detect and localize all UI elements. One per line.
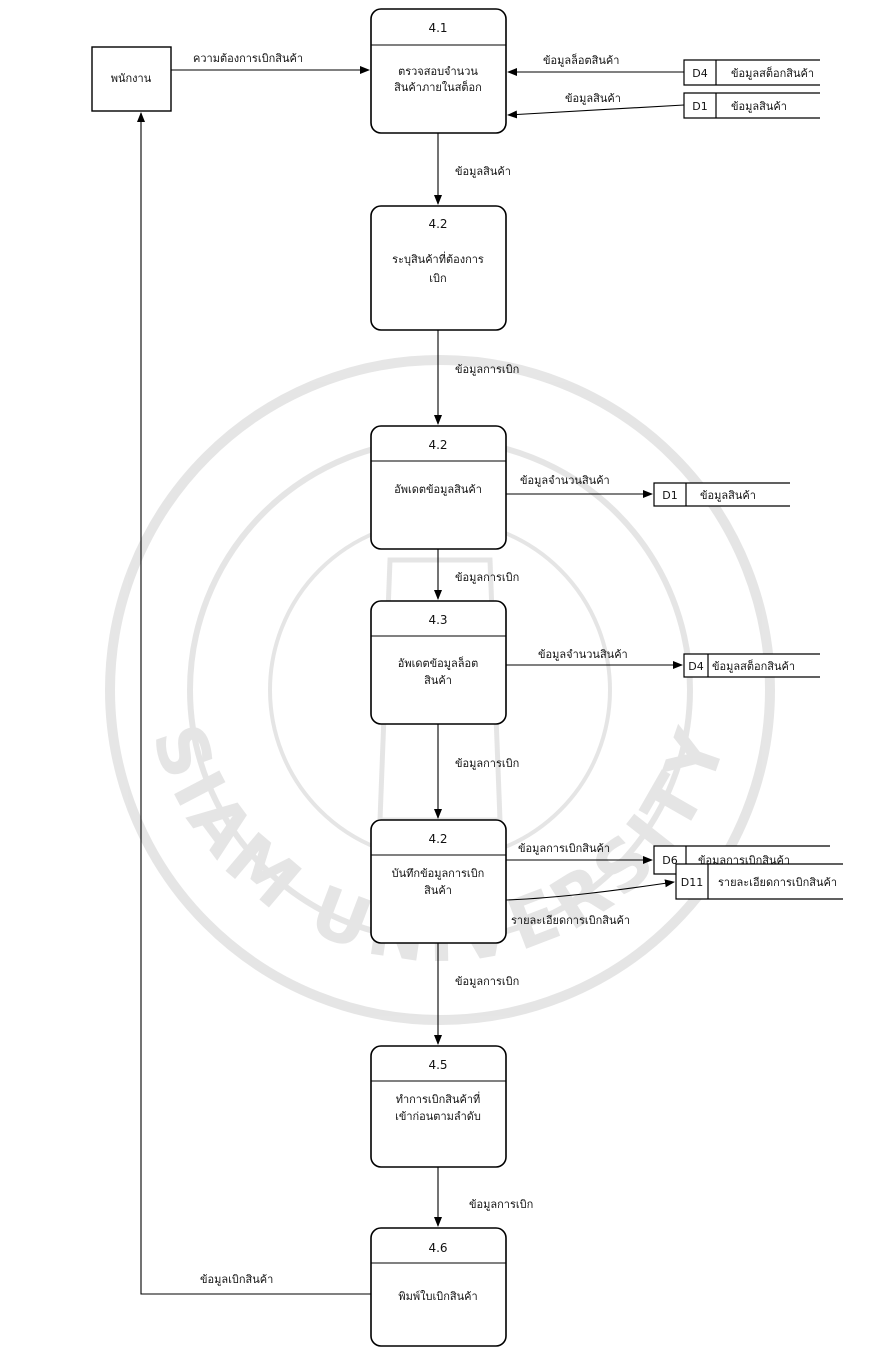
process-label-line1: บันทึกข้อมูลการเบิก <box>392 867 485 880</box>
process-label-line1: อัพเดตข้อมูลสินค้า <box>394 483 482 496</box>
svg-text:ข้อมูลการเบิกสินค้า: ข้อมูลการเบิกสินค้า <box>518 842 610 855</box>
flow-withdraw-5: ข้อมูลการเบิก <box>434 1167 533 1227</box>
process-id: 4.3 <box>428 613 447 627</box>
process-4-2-identify: 4.2 ระบุสินค้าที่ต้องการ เบิก <box>370 205 507 331</box>
process-label-line1: ทำการเบิกสินค้าที่ <box>396 1091 481 1106</box>
external-entity-employee: พนักงาน <box>91 46 172 112</box>
process-label-line1: ตรวจสอบจำนวน <box>398 65 478 78</box>
datastore-name: ข้อมูลสต็อกสินค้า <box>731 66 814 80</box>
flow-withdraw-4: ข้อมูลการเบิก <box>434 943 519 1045</box>
svg-text:ความต้องการเบิกสินค้า: ความต้องการเบิกสินค้า <box>193 52 303 65</box>
flow-qty-2: ข้อมูลจำนวนสินค้า <box>506 648 683 669</box>
process-label-line2: เบิก <box>429 272 446 285</box>
process-id: 4.2 <box>428 217 447 231</box>
datastore-code: D4 <box>692 67 707 80</box>
svg-text:ข้อมูลการเบิก: ข้อมูลการเบิก <box>455 363 519 376</box>
svg-text:ข้อมูลสินค้า: ข้อมูลสินค้า <box>565 92 621 105</box>
svg-text:ข้อมูลการเบิก: ข้อมูลการเบิก <box>455 757 519 770</box>
process-4-1: 4.1 ตรวจสอบจำนวน สินค้าภายในสต็อก <box>370 8 507 134</box>
flow-qty-1: ข้อมูลจำนวนสินค้า <box>506 474 653 498</box>
flow-withdraw-3: ข้อมูลการเบิก <box>434 724 519 819</box>
process-4-2-update-product: 4.2 อัพเดตข้อมูลสินค้า <box>370 425 507 550</box>
process-label-line1: ระบุสินค้าที่ต้องการ <box>392 251 484 266</box>
flow-product-info-in: ข้อมูลสินค้า <box>507 92 685 119</box>
process-label-line2: เข้าก่อนตามลำดับ <box>395 1110 481 1123</box>
datastore-code: D1 <box>692 100 707 113</box>
datastore-d1-top: D1 ข้อมูลสินค้า <box>683 92 820 119</box>
process-label-line2: สินค้า <box>424 884 452 897</box>
flow-lot-info: ข้อมูลล็อตสินค้า <box>507 53 684 76</box>
svg-text:ข้อมูลสินค้า: ข้อมูลสินค้า <box>455 165 511 178</box>
flow-withdraw-back: ข้อมูลเบิกสินค้า <box>137 112 371 1295</box>
flow-withdraw-goods: ข้อมูลการเบิกสินค้า <box>506 842 653 864</box>
flow-product-info-down: ข้อมูลสินค้า <box>434 133 511 205</box>
datastore-code: D4 <box>688 660 703 673</box>
datastore-name: ข้อมูลสินค้า <box>731 100 787 113</box>
datastore-name: ข้อมูลสต็อกสินค้า <box>712 659 795 673</box>
datastore-d1-mid: D1 ข้อมูลสินค้า <box>653 482 790 507</box>
datastore-code: D1 <box>662 489 677 502</box>
process-id: 4.2 <box>428 832 447 846</box>
process-label-line1: อัพเดตข้อมูลล็อต <box>398 656 479 670</box>
process-4-5: 4.5 ทำการเบิกสินค้าที่ เข้าก่อนตามลำดับ <box>370 1045 507 1168</box>
datastore-d4-mid: D4 ข้อมูลสต็อกสินค้า <box>683 653 820 678</box>
datastore-d4-top: D4 ข้อมูลสต็อกสินค้า <box>683 59 820 86</box>
process-label-line2: สินค้าภายในสต็อก <box>394 80 482 94</box>
process-id: 4.5 <box>428 1058 447 1072</box>
flow-request: ความต้องการเบิกสินค้า <box>171 52 370 74</box>
svg-text:ข้อมูลเบิกสินค้า: ข้อมูลเบิกสินค้า <box>200 1273 273 1286</box>
datastore-d11: D11 รายละเอียดการเบิกสินค้า <box>675 863 843 900</box>
flow-withdraw-detail: รายละเอียดการเบิกสินค้า <box>505 879 675 927</box>
svg-text:รายละเอียดการเบิกสินค้า: รายละเอียดการเบิกสินค้า <box>511 914 630 927</box>
datastore-code: D11 <box>681 876 703 889</box>
process-label-line2: สินค้า <box>424 674 452 687</box>
process-label-line1: พิมพ์ใบเบิกสินค้า <box>398 1290 477 1303</box>
svg-text:ข้อมูลจำนวนสินค้า: ข้อมูลจำนวนสินค้า <box>538 648 628 661</box>
process-id: 4.2 <box>428 438 447 452</box>
svg-text:ข้อมูลการเบิก: ข้อมูลการเบิก <box>455 975 519 988</box>
process-id: 4.1 <box>428 21 447 35</box>
svg-text:ข้อมูลล็อตสินค้า: ข้อมูลล็อตสินค้า <box>543 53 619 67</box>
datastore-name: รายละเอียดการเบิกสินค้า <box>718 876 837 889</box>
process-id: 4.6 <box>428 1241 447 1255</box>
entity-label: พนักงาน <box>111 72 152 85</box>
svg-text:ข้อมูลการเบิก: ข้อมูลการเบิก <box>469 1198 533 1211</box>
svg-text:ข้อมูลจำนวนสินค้า: ข้อมูลจำนวนสินค้า <box>520 474 610 487</box>
process-4-3: 4.3 อัพเดตข้อมูลล็อต สินค้า <box>370 600 507 725</box>
datastore-name: ข้อมูลสินค้า <box>700 489 756 502</box>
flow-withdraw-1: ข้อมูลการเบิก <box>434 330 519 425</box>
flow-withdraw-2: ข้อมูลการเบิก <box>434 549 519 600</box>
process-4-2-record: 4.2 บันทึกข้อมูลการเบิก สินค้า <box>370 819 507 944</box>
svg-text:ข้อมูลการเบิก: ข้อมูลการเบิก <box>455 571 519 584</box>
process-4-6: 4.6 พิมพ์ใบเบิกสินค้า <box>370 1227 507 1347</box>
datastore-code: D6 <box>662 854 677 867</box>
